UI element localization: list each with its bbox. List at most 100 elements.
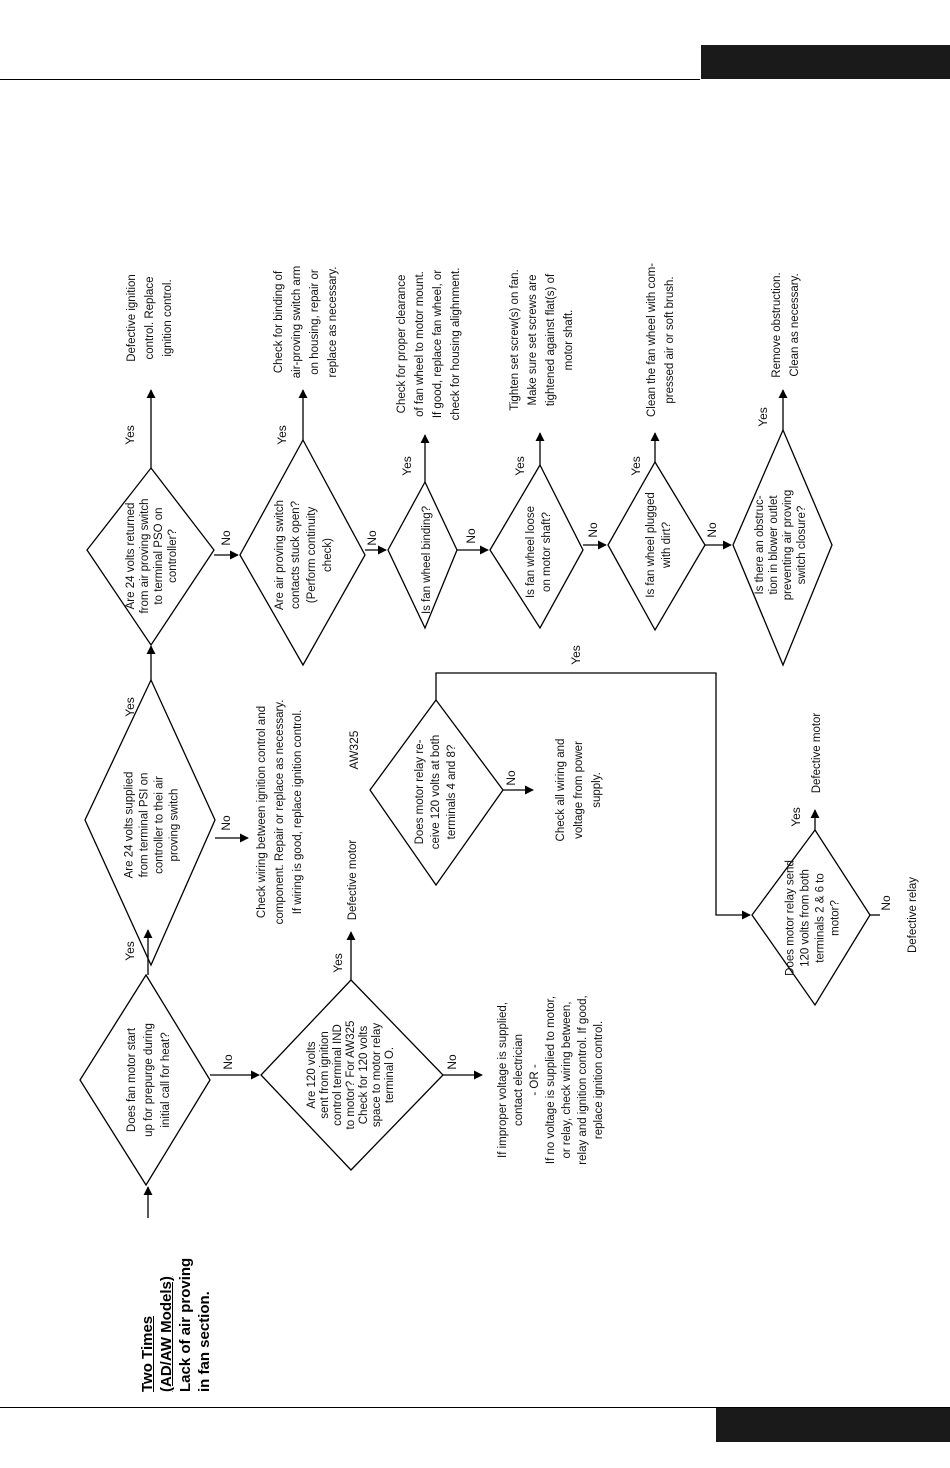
- decision-wheel-loose: [489, 463, 584, 630]
- decision-text-wheel-dirt-line: Is fan wheel plugged: [645, 492, 657, 598]
- action-text-remove-obstruction-line: Clean as necessary.: [789, 273, 801, 376]
- decision-text-fan-motor-start-line: initial call for heat?: [160, 1032, 172, 1127]
- decision-24v-supplied-psi: [84, 678, 216, 967]
- d10-yes-connector: [435, 672, 751, 920]
- decision-24v-returned-pso: [86, 466, 215, 647]
- action-text-defective-motor-1: Defective motor: [347, 840, 359, 921]
- bottom-tab-block: [716, 1408, 950, 1442]
- no-label-d5: No: [365, 530, 379, 546]
- decision-text-24v-returned-pso-line: Are 24 volts returned: [125, 503, 137, 610]
- decision-text-24v-returned-pso-line: to terminal PSO on: [153, 507, 165, 604]
- decision-text-120v-to-motor-line: Are 120 volts: [306, 1041, 318, 1108]
- decision-text-relay-send-120v-line: motor?: [830, 900, 842, 936]
- action-text-defective-ignition-line: control. Replace: [144, 276, 156, 359]
- action-text-defective-motor-2-line: Defective motor: [811, 713, 823, 794]
- decision-text-blower-obstruction-line: tion in blower outlet: [768, 495, 780, 595]
- action-text-binding-switch-arm-line: air-proving switch arm: [291, 266, 303, 378]
- decision-text-contacts-stuck-open-line: check): [322, 538, 334, 572]
- decision-text-24v-supplied-psi-line: Are 24 volts supplied: [124, 772, 136, 879]
- action-text-fan-clearance-line: Check for proper clearance: [396, 275, 408, 414]
- yes-label-d7: Yes: [513, 456, 527, 476]
- yes-label-d6: Yes: [400, 456, 414, 476]
- bottom-rule: [0, 1407, 950, 1408]
- decision-text-contacts-stuck-open-line: Are air proving switch: [274, 500, 286, 610]
- decision-text-24v-returned-pso-line: controller?: [167, 529, 179, 583]
- action-text-improper-voltage-line: If improper voltage is supplied,: [497, 1002, 509, 1158]
- decision-120v-to-motor: [260, 979, 444, 1171]
- yes-label-d8: Yes: [629, 456, 643, 476]
- action-text-binding-switch-arm: Check for binding of air-proving switch a…: [273, 266, 339, 378]
- action-text-tighten-set-screws-line: Tighten set screw(s) on fan.: [509, 269, 521, 410]
- decision-text-blower-obstruction-line: Is there an obstruc-: [754, 495, 766, 594]
- action-text-fan-clearance-line: If good, replace fan wheel, or: [432, 270, 444, 418]
- action-text-fan-clearance-line: check for housing alighnment.: [450, 268, 462, 421]
- action-text-improper-voltage-line: contact electrician: [513, 1034, 525, 1126]
- no-label-d8: No: [705, 522, 719, 538]
- decision-text-relay-send-120v-line: Does motor relay send: [785, 860, 797, 976]
- yes-label-d11: Yes: [789, 807, 803, 827]
- decision-text-120v-to-motor-line: control terminal IND: [332, 1024, 344, 1126]
- action-text-check-power-supply-line: supply.: [591, 772, 603, 808]
- decision-text-wheel-loose: Is fan wheel loose on motor shaft?: [525, 506, 553, 598]
- model-tag-aw325: AW325: [347, 730, 361, 769]
- decision-text-relay-receive-120v-line: ceive 120 volts at both: [430, 735, 442, 849]
- action-text-binding-switch-arm-line: Check for binding of: [273, 270, 285, 373]
- decision-text-fan-binding-line: Is fan wheel binding?: [421, 506, 433, 614]
- decision-fan-binding: [387, 480, 458, 630]
- decision-text-24v-supplied-psi-line: controller to thei air: [154, 776, 166, 874]
- action-text-clean-fan-wheel: Clean the fan wheel with com-pressed air…: [646, 263, 676, 417]
- action-text-defective-motor-2: Defective motor: [811, 713, 823, 794]
- decision-blower-obstruction: [732, 428, 833, 667]
- action-text-improper-voltage-line: - OR -: [529, 1064, 541, 1095]
- decision-text-120v-to-motor-line: to motor? For AW325: [345, 1021, 357, 1130]
- decision-contacts-stuck-open: [239, 438, 366, 667]
- action-text-binding-switch-arm-line: replace as necessary.: [327, 266, 339, 377]
- action-text-defective-ignition-line: ignition control.: [162, 279, 174, 356]
- no-label-d4: No: [219, 530, 233, 546]
- decision-text-120v-to-motor-line: space to motor relay: [371, 1023, 383, 1127]
- no-label-d3: No: [219, 815, 233, 831]
- decision-relay-receive-120v: [369, 698, 504, 887]
- decision-text-fan-binding: Is fan wheel binding?: [421, 506, 433, 614]
- yes-label-d9: Yes: [756, 407, 770, 427]
- decision-text-24v-supplied-psi-line: proving switch: [169, 789, 181, 862]
- yes-label-d4: Yes: [123, 425, 137, 445]
- decision-text-fan-motor-start-line: Does fan motor start: [126, 1027, 138, 1132]
- decision-text-fan-motor-start-line: up for prepurge during: [143, 1023, 155, 1137]
- decision-fan-motor-start: [79, 973, 211, 1187]
- action-text-tighten-set-screws: Tighten set screw(s) on fan.Make sure se…: [509, 269, 575, 410]
- decision-text-relay-receive-120v: Does motor relay re-ceive 120 volts at b…: [414, 735, 458, 849]
- decision-text-contacts-stuck-open-line: contacts stuck open?: [290, 501, 302, 609]
- decision-text-relay-send-120v-line: terminals 2 & 6 to: [815, 873, 827, 962]
- decision-text-wheel-loose-line: Is fan wheel loose: [525, 506, 537, 598]
- action-text-check-wiring-ignition-line: component. Repair or replace as necessar…: [274, 700, 286, 925]
- action-text-tighten-set-screws-line: motor shaft.: [563, 310, 575, 371]
- action-text-tighten-set-screws-line: tightened against flat(s) of: [545, 273, 557, 406]
- decision-text-120v-to-motor-line: sent from ignition: [319, 1031, 331, 1119]
- decision-text-wheel-loose-line: on motor shaft?: [541, 512, 553, 592]
- decision-text-contacts-stuck-open: Are air proving switch contacts stuck ope…: [274, 500, 334, 610]
- decision-relay-send-120v: [751, 828, 871, 1007]
- action-text-remove-obstruction-line: Remove obstruction.: [771, 272, 783, 377]
- action-text-improper-voltage-line: relay and ignition control. If good,: [577, 995, 589, 1164]
- no-label-d6: No: [464, 528, 478, 544]
- decision-text-120v-to-motor-line: terminal O.: [384, 1047, 396, 1103]
- action-text-defective-motor-1-line: Defective motor: [347, 840, 359, 921]
- decision-text-blower-obstruction: Is there an obstruc-tion in blower outle…: [754, 490, 808, 601]
- action-text-check-power-supply-line: Check all wiring and: [555, 739, 567, 842]
- action-text-binding-switch-arm-line: on housing, repair or: [309, 269, 321, 375]
- action-text-check-wiring-ignition-line: If wiring is good, replace ignition cont…: [292, 710, 304, 915]
- decision-text-relay-send-120v-line: 120 volts from both: [800, 869, 812, 967]
- action-text-improper-voltage-line: replace ignition control.: [593, 1021, 605, 1139]
- decision-text-relay-receive-120v-line: Does motor relay re-: [414, 739, 426, 844]
- decision-text-relay-receive-120v-line: terminals 4 and 8?: [446, 745, 458, 840]
- no-label-d1: No: [221, 1054, 235, 1070]
